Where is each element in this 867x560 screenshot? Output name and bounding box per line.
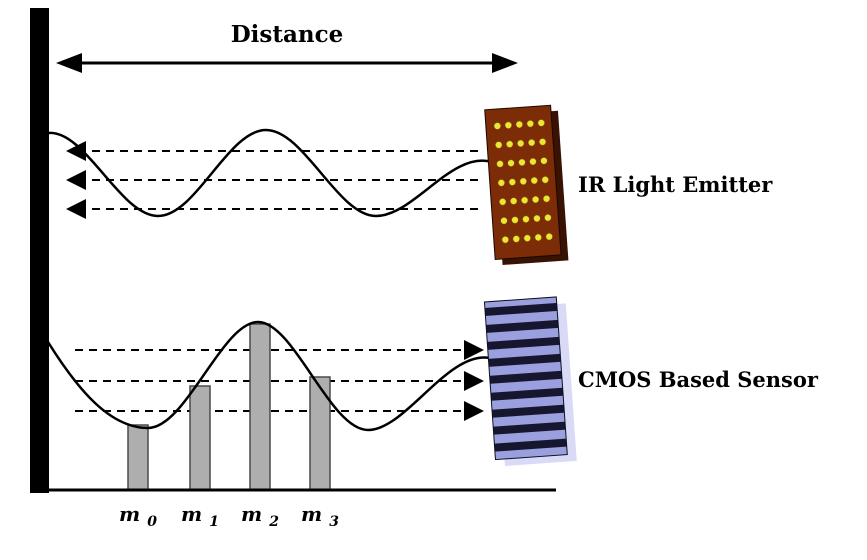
- target-wall: [30, 8, 49, 493]
- reflected-wave: [46, 320, 491, 432]
- sample-label-m3: m 3: [301, 502, 339, 530]
- sample-bar: [309, 376, 331, 491]
- reflected-light-arrows: [75, 340, 484, 421]
- sample-label-base: m: [241, 502, 262, 526]
- sample-label-base: m: [181, 502, 202, 526]
- sample-label-sub: 0: [147, 514, 157, 530]
- distance-arrowhead-right-icon: [492, 53, 518, 73]
- sample-label-base: m: [119, 502, 140, 526]
- sample-label-m0: m 0: [119, 502, 157, 530]
- sample-bar: [189, 385, 211, 491]
- emitted-light-arrows: [66, 141, 478, 219]
- cmos-sensor-graphic: [483, 296, 577, 466]
- sensor-front-face: [483, 296, 568, 461]
- distance-arrowhead-left-icon: [56, 53, 82, 73]
- emitter-label: IR Light Emitter: [578, 172, 773, 197]
- distance-arrow: [56, 53, 518, 73]
- sample-labels: m 0 m 1 m 2 m 3: [119, 502, 339, 530]
- emitter-led-array: [491, 113, 555, 252]
- emitted-wave: [47, 128, 493, 218]
- sample-label-base: m: [301, 502, 322, 526]
- sample-bars: [127, 323, 331, 491]
- sample-label-sub: 1: [209, 514, 219, 530]
- sample-label-m2: m 2: [241, 502, 279, 530]
- sensor-label: CMOS Based Sensor: [578, 367, 819, 392]
- sample-label-m1: m 1: [181, 502, 219, 530]
- sample-bar: [249, 323, 271, 491]
- distance-label: Distance: [231, 21, 344, 48]
- sample-label-sub: 3: [329, 514, 339, 530]
- sample-bar: [127, 424, 149, 491]
- ir-emitter-graphic: [484, 104, 569, 265]
- sample-label-sub: 2: [268, 514, 279, 530]
